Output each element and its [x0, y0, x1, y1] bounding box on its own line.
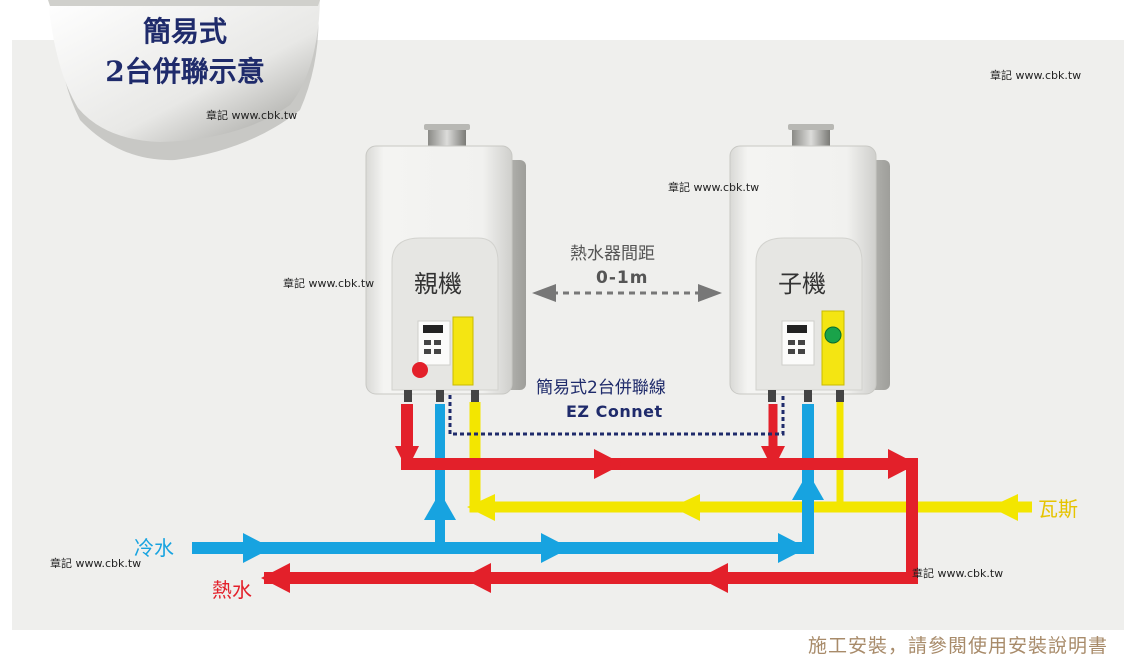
- gas-flow-arrow: [990, 494, 1018, 521]
- cold-flow-arrow: [541, 533, 570, 563]
- watermark: 章記 www.cbk.tw: [283, 277, 375, 290]
- hot-flow-arrow: [261, 563, 290, 593]
- hot-flow-arrow: [699, 563, 728, 593]
- cold-flow-arrow: [424, 492, 456, 520]
- gas-flow-arrow: [672, 494, 700, 521]
- hot-flow-arrow: [462, 563, 491, 593]
- title-line1: 簡易式: [142, 15, 227, 48]
- cold-flow-arrow: [243, 533, 272, 563]
- spacing-label: 熱水器間距: [570, 244, 655, 264]
- display: [787, 325, 807, 333]
- connection-name: EZ Connet: [566, 402, 663, 421]
- red-indicator: [412, 362, 428, 378]
- title-line2: 2台併聯示意: [105, 55, 265, 88]
- pipes: [192, 402, 1032, 593]
- hot-water-label: 熱水: [212, 578, 252, 602]
- watermark: 章記 www.cbk.tw: [912, 567, 1004, 580]
- child-unit-label: 子機: [778, 270, 826, 298]
- gas-flow-arrow: [467, 494, 495, 521]
- page-title: 簡易式 2台併聯示意: [70, 12, 300, 92]
- hot-flow-arrow: [395, 446, 419, 470]
- yellow-label: [821, 310, 845, 386]
- watermark: 章記 www.cbk.tw: [206, 109, 298, 122]
- green-indicator: [824, 326, 842, 344]
- hot-flow-arrow: [594, 449, 623, 479]
- cold-flow-arrow: [792, 472, 824, 500]
- child-water-heater: [729, 124, 890, 402]
- cold-flow-arrow: [778, 533, 807, 563]
- footer-note: 施工安裝，請參閱使用安裝說明書: [808, 635, 1109, 657]
- display: [423, 325, 443, 333]
- hot-flow-arrow: [761, 446, 785, 470]
- yellow-label: [452, 316, 474, 386]
- cold-water-pipe: [192, 404, 814, 554]
- spacing-arrow: [532, 284, 722, 302]
- watermark: 章記 www.cbk.tw: [50, 557, 142, 570]
- gas-label: 瓦斯: [1038, 497, 1078, 521]
- parent-unit-label: 親機: [414, 270, 462, 298]
- parent-water-heater: [365, 124, 526, 402]
- cold-water-label: 冷水: [134, 536, 174, 560]
- spacing-value: 0-1m: [596, 268, 649, 288]
- hot-flow-arrow: [888, 449, 917, 479]
- title-badge: [48, 0, 320, 161]
- connection-label: 簡易式2台併聯線: [536, 378, 666, 398]
- watermark: 章記 www.cbk.tw: [990, 69, 1082, 82]
- watermark: 章記 www.cbk.tw: [668, 181, 760, 194]
